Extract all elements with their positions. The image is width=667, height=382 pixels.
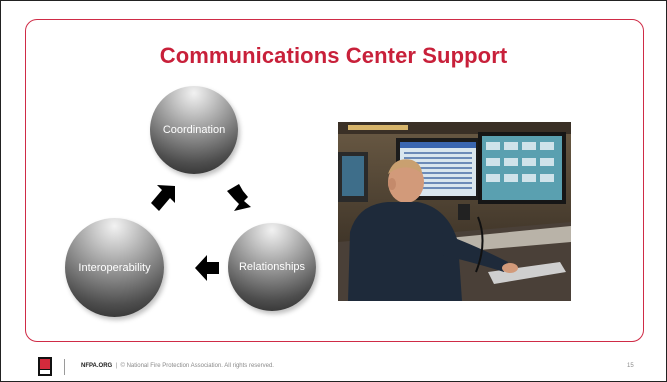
arrow-to-relationships	[227, 184, 251, 211]
footer-divider	[64, 359, 65, 375]
dispatch-center-photo	[338, 122, 571, 301]
footer-separator: |	[115, 363, 118, 369]
cycle-node-coordination: Coordination	[150, 86, 238, 174]
cycle-node-label: Coordination	[162, 124, 226, 136]
nfpa-logo-icon	[38, 357, 52, 376]
footer-copyright: © National Fire Protection Association. …	[120, 363, 274, 369]
cycle-node-relationships: Relationships	[228, 223, 316, 311]
footer-org-link[interactable]: NFPA.ORG	[81, 363, 113, 369]
cycle-node-label: Interoperability	[78, 261, 151, 274]
arrow-to-coordination	[151, 185, 175, 211]
content-frame	[25, 19, 644, 342]
arrow-to-interoperability	[195, 255, 219, 281]
page-number: 15	[627, 363, 634, 369]
cycle-node-label: Relationships	[238, 261, 306, 273]
cycle-node-interoperability: Interoperability	[65, 218, 164, 317]
footer-text: NFPA.ORG | © National Fire Protection As…	[81, 363, 274, 369]
slide-title: Communications Center Support	[159, 43, 508, 68]
